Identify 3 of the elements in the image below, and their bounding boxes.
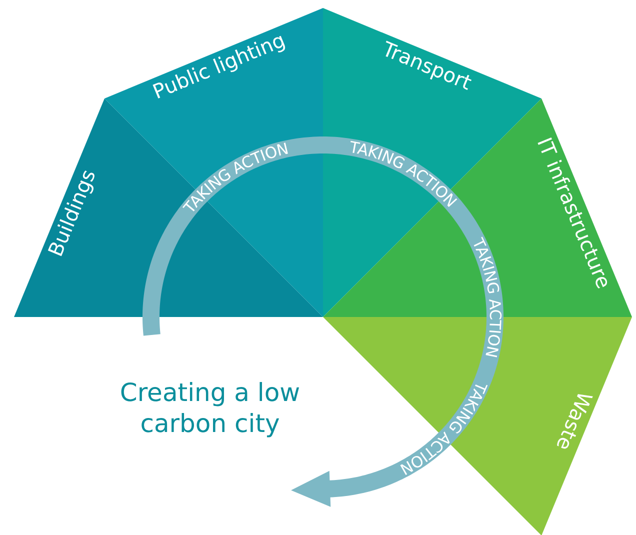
sector-wedge [104, 8, 323, 317]
center-title: Creating a low carbon city [105, 377, 315, 439]
sector-wedge [14, 98, 323, 317]
